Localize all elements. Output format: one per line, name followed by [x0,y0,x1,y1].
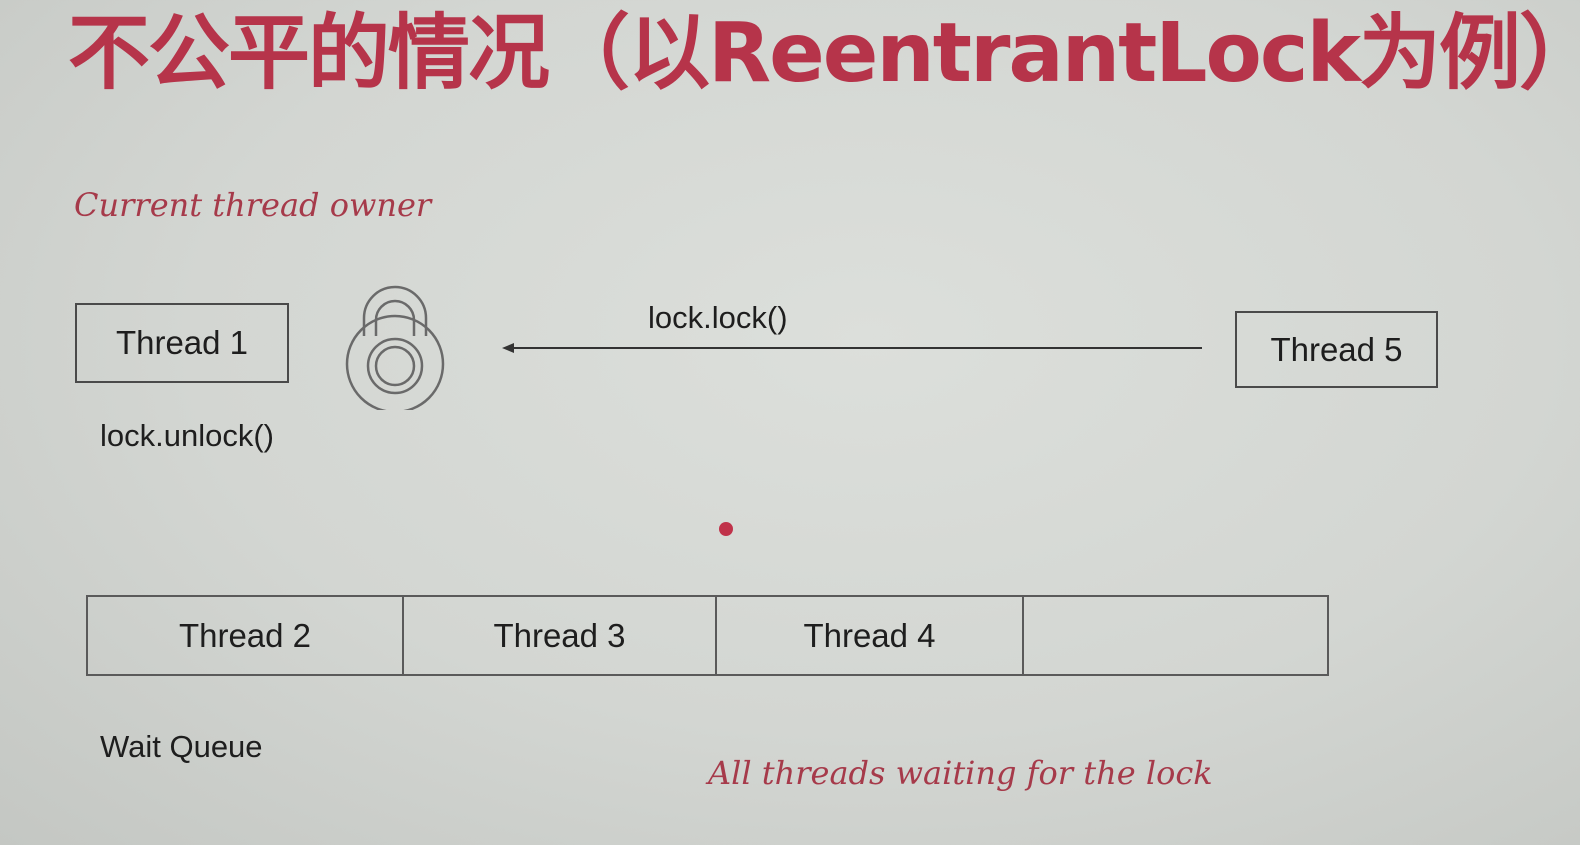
queue-slot-empty [1024,597,1327,674]
queue-slot: Thread 2 [88,597,404,674]
wait-queue-label: Wait Queue [100,729,263,764]
lock-call: lock.lock() [648,300,788,335]
owner-annotation: Current thread owner [74,186,432,224]
owner-thread-box: Thread 1 [75,303,289,383]
queue-slot: Thread 3 [404,597,717,674]
padlock-icon [345,285,445,410]
queue-slot-label: Thread 2 [178,616,312,654]
wait-queue-annotation: All threads waiting for the lock [708,754,1213,792]
queue-slot-label: Thread 3 [493,616,626,654]
slide-title: 不公平的情况（以ReentrantLock为例） [68,6,1580,101]
unlock-call: lock.unlock() [100,418,274,453]
wait-queue: Thread 2 Thread 3 Thread 4 [86,595,1329,676]
queue-slot-label: Thread 4 [803,616,936,654]
lock-request-arrow [502,343,1202,353]
requester-thread-label: Thread 5 [1270,330,1403,368]
pointer-dot [719,522,733,536]
owner-thread-label: Thread 1 [115,324,249,361]
requester-thread-box: Thread 5 [1235,311,1438,388]
queue-slot: Thread 4 [717,597,1024,674]
